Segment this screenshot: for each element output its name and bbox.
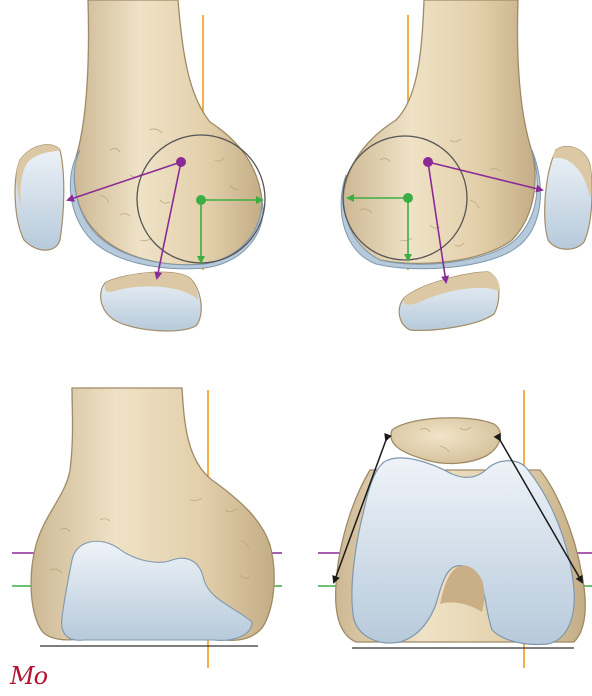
purple-center-point	[423, 157, 433, 167]
panel-top-left	[15, 0, 265, 331]
patella-front	[391, 418, 501, 464]
green-center-point	[196, 195, 206, 205]
panel-bottom-left	[12, 388, 282, 668]
femur-shaft	[343, 0, 535, 263]
publisher-logo: Mo	[10, 662, 47, 690]
purple-center-point	[176, 157, 186, 167]
panel-bottom-right	[318, 390, 592, 668]
green-center-point	[403, 193, 413, 203]
panel-top-right	[341, 0, 592, 330]
